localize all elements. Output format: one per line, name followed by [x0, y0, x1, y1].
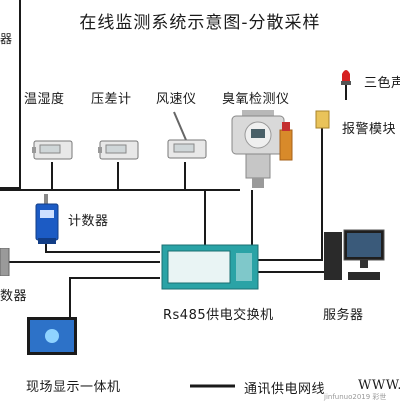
- alarm-module-icon: [315, 110, 330, 129]
- left-counter-label: 数器: [0, 289, 28, 304]
- alarm-cable: [258, 128, 323, 261]
- tricolor-light-icon: [341, 70, 351, 85]
- legend-label: 通讯供电网线: [244, 382, 326, 397]
- ozone-detector-icon: [231, 110, 293, 188]
- page-title: 在线监测系统示意图-分散采样: [79, 13, 321, 33]
- display-cable: [69, 277, 160, 318]
- tricolor-light-label: 三色声: [364, 76, 400, 91]
- pressure-diff-sensor-icon: [98, 140, 139, 160]
- anemometer-label: 风速仪: [156, 92, 197, 107]
- server-label: 服务器: [323, 308, 364, 323]
- counter-label: 计数器: [68, 214, 109, 229]
- website-label: WWW.: [358, 378, 400, 393]
- counter-device-icon: [35, 194, 59, 244]
- switch-label: Rs485供电交换机: [163, 308, 274, 323]
- watermark-text: jinfunuo2019 彩世: [324, 393, 387, 401]
- temp-humidity-sensor-icon: [32, 140, 73, 160]
- pressure-diff-label: 压差计: [91, 92, 132, 107]
- display-label: 现场显示一体机: [26, 380, 121, 395]
- display-terminal-icon: [27, 317, 77, 355]
- switch-cabinet-icon: [161, 244, 259, 290]
- ozone-detector-label: 臭氧检测仪: [222, 92, 290, 107]
- corner-fragment-label: 器: [0, 32, 13, 46]
- left-counter-device-icon: [0, 248, 10, 276]
- alarm-module-label: 报警模块: [342, 122, 397, 137]
- temp-humidity-label: 温湿度: [24, 92, 65, 107]
- top-bus-line: [0, 0, 21, 190]
- server-icon: [324, 229, 385, 280]
- anemometer-icon: [167, 111, 207, 159]
- counter-cable: [45, 244, 160, 253]
